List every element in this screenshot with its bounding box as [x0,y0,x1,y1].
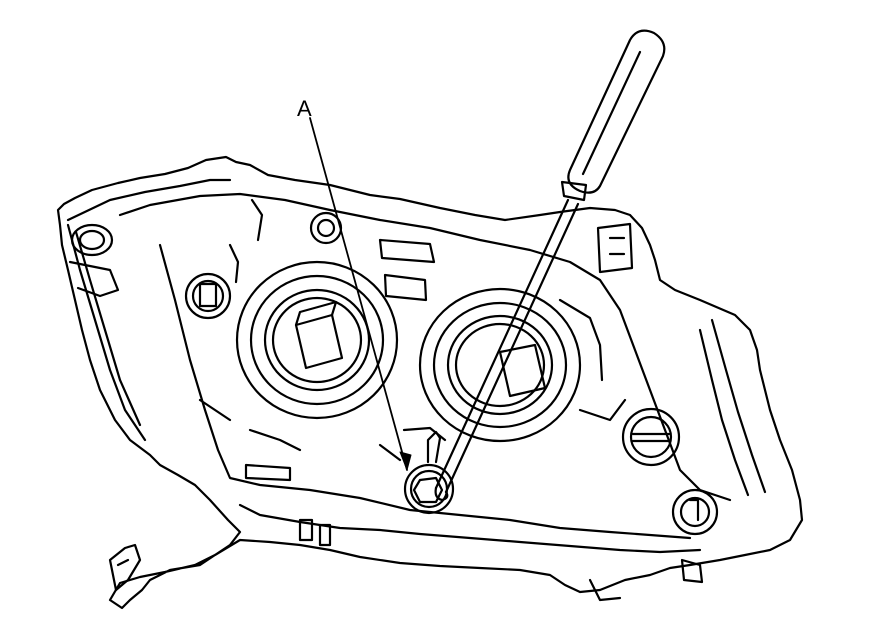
housing-outline [56,155,804,610]
callout-label-a: A [297,96,312,121]
callout-leader [309,117,408,471]
position-lamp-socket [671,488,719,536]
high-beam-socket [418,287,582,443]
turn-signal-socket [621,407,681,467]
inner-frame [118,192,732,540]
lower-bracket [108,543,142,592]
adjuster-screw [403,430,455,515]
low-beam-socket [235,260,399,420]
screwdriver [434,29,666,502]
side-marker-socket [184,272,232,320]
mount-hole [70,223,114,257]
